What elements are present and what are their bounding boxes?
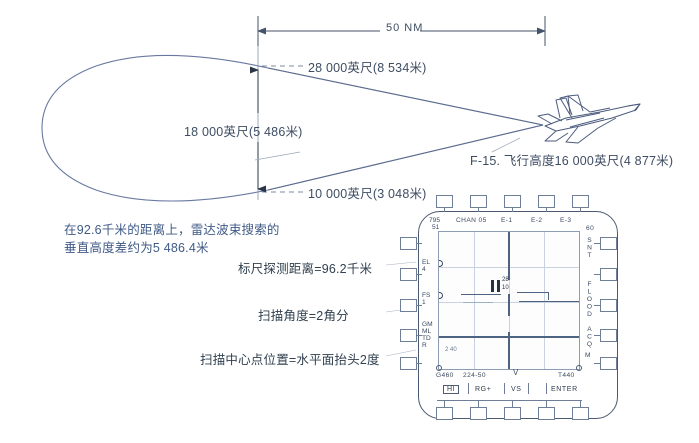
- e1-label: E-1: [501, 217, 513, 224]
- softkey-divider-1: [468, 383, 469, 394]
- target-blip-1[interactable]: [491, 280, 494, 292]
- callout-range: 标尺探测距离=96.2千米: [238, 262, 373, 276]
- fs-label: FS: [422, 292, 431, 299]
- softkey-divider-3: [528, 383, 529, 394]
- dimension-label-bottom: 10 000英尺(3 048米): [308, 187, 427, 201]
- scale-label: 50 NM: [386, 22, 424, 34]
- bezel-button-left-4[interactable]: [400, 329, 417, 342]
- e2-label: E-2: [531, 217, 543, 224]
- bezel-button-left-2[interactable]: [400, 268, 417, 281]
- target-altitude-upper: 28: [502, 277, 509, 283]
- fs-value: 1: [422, 299, 426, 306]
- return-bracket: [548, 292, 550, 300]
- bottom-left-readout: G460: [436, 372, 454, 379]
- softkey-enter[interactable]: ENTER: [551, 386, 578, 393]
- snt-label: SNT: [586, 237, 593, 260]
- scale-endpoint-left: [436, 365, 442, 371]
- bezel-button-top-3[interactable]: [504, 195, 521, 208]
- top-left-readout: 795 51: [429, 217, 440, 231]
- elevation-marker-lower: [439, 292, 443, 299]
- bezel-button-right-5[interactable]: [600, 357, 617, 370]
- bezel-button-right-1[interactable]: [600, 237, 617, 250]
- el-value: 4: [422, 266, 426, 273]
- softkey-divider-4: [546, 383, 547, 394]
- scan-cursor-top: [508, 232, 510, 280]
- top-right-readout: 60: [586, 225, 595, 232]
- channel-label: CHAN 05: [456, 217, 487, 224]
- bezel-button-left-3[interactable]: [400, 299, 417, 312]
- return-bar-right-lower: [519, 301, 579, 303]
- softkey-hi[interactable]: HI: [443, 385, 460, 394]
- dimension-label-top: 28 000英尺(8 534米): [308, 61, 427, 75]
- bottom-right-readout: T440: [558, 372, 575, 379]
- return-bar-faint: [463, 302, 493, 303]
- bezel-button-bottom-5[interactable]: [572, 407, 589, 420]
- f15-aircraft-icon: [537, 94, 641, 144]
- elevation-marker-upper: [439, 260, 443, 267]
- softkey-rg[interactable]: RG+: [475, 386, 492, 393]
- target-altitude-lower: 10: [502, 285, 509, 291]
- bezel-button-bottom-1[interactable]: [436, 407, 453, 420]
- target-blip-2[interactable]: [497, 280, 500, 292]
- m-label: M: [585, 352, 591, 359]
- return-bar-left: [461, 294, 501, 296]
- readout-51: 51: [432, 224, 440, 231]
- horizon-line: [439, 336, 579, 338]
- bezel-button-left-1[interactable]: [400, 237, 417, 250]
- bezel-button-top-1[interactable]: [436, 195, 453, 208]
- flood-acq-label: FLOOD ACQ: [586, 281, 593, 349]
- el-label: EL: [422, 259, 431, 266]
- aircraft-label: F-15. 飞行高度16 000英尺(4 877米): [470, 154, 674, 168]
- dimension-label-middle: 18 000英尺(5 486米): [184, 125, 303, 139]
- callout-scan-angle: 扫描角度=2角分: [258, 309, 349, 323]
- bezel-button-right-2[interactable]: [600, 268, 617, 281]
- fs-readout: FS 1: [422, 292, 430, 306]
- el-readout: EL 4: [422, 259, 430, 273]
- grid-line-v1: [474, 232, 475, 369]
- e3-label: E-3: [560, 217, 572, 224]
- bottom-center-mark: V: [513, 368, 519, 377]
- beam-envelope: [41, 54, 544, 202]
- bezel-button-top-2[interactable]: [470, 195, 487, 208]
- bezel-button-bottom-3[interactable]: [504, 407, 521, 420]
- callout-scan-center: 扫描中心点位置=水平面抬头2度: [200, 353, 380, 367]
- bezel-button-bottom-2[interactable]: [470, 407, 487, 420]
- grid-line-v3: [544, 232, 545, 369]
- radar-display-panel[interactable]: 795 51 CHAN 05 E-1 E-2 E-3 60 EL 4 FS 1 …: [400, 195, 618, 420]
- bottom-mid-readout: 224-50: [463, 372, 486, 379]
- bezel-button-right-4[interactable]: [600, 329, 617, 342]
- range-scale-text: 2 40: [445, 347, 457, 353]
- scan-cursor-mid: [508, 294, 510, 316]
- bezel-button-left-5[interactable]: [400, 357, 417, 370]
- note-line-1: 在92.6千米的距离上，雷达波束搜索的: [64, 223, 280, 237]
- softkey-vs[interactable]: VS: [511, 386, 522, 393]
- scale-endpoint-right: [576, 365, 582, 371]
- bezel-button-right-3[interactable]: [600, 299, 617, 312]
- scan-cursor-bottom: [508, 332, 510, 369]
- bezel-button-top-5[interactable]: [572, 195, 589, 208]
- radar-screen[interactable]: 28 10 2 40: [438, 231, 580, 370]
- bezel-button-top-4[interactable]: [538, 195, 555, 208]
- note-line-2: 垂直高度差约为5 486.4米: [64, 241, 209, 255]
- readout-795: 795: [429, 217, 441, 224]
- return-bar-right-upper: [517, 292, 549, 294]
- softkey-divider-2: [504, 383, 505, 394]
- bezel-button-bottom-4[interactable]: [538, 407, 555, 420]
- mode-stack-readout: GM ML TD R: [422, 321, 433, 349]
